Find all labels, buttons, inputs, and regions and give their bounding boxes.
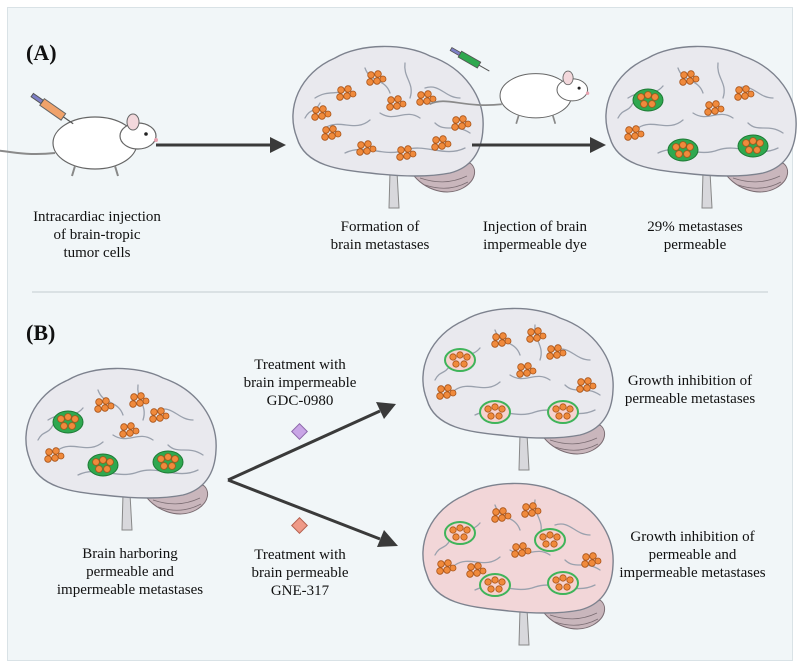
brain-bottom-outcome-illustration	[422, 482, 614, 646]
panel-b-tag: (B)	[26, 320, 56, 345]
brain-top-outcome-illustration	[422, 307, 614, 471]
panel-a-tag: (A)	[26, 40, 57, 65]
dye-syringe-icon	[449, 46, 490, 72]
step-injection-label: Intracardiac injection of brain-tropic t…	[33, 209, 161, 261]
start-brain-label: Brain harboring permeable and impermeabl…	[56, 546, 204, 598]
branch-arrow-up	[227, 402, 396, 482]
arrow-2	[472, 137, 606, 153]
step-dye-label: Injection of brain impermeable dye	[482, 219, 588, 253]
brain-start-illustration	[25, 367, 217, 531]
arrow-1	[156, 137, 286, 153]
syringe-icon	[30, 92, 74, 125]
top-outcome-label: Growth inhibition of permeable metastase…	[624, 373, 756, 407]
step-permeable-label: 29% metastases permeable	[647, 219, 743, 253]
mouse-injection-illustration	[0, 92, 159, 177]
bottom-outcome-label: Growth inhibition of permeable and imper…	[619, 529, 766, 581]
bottom-treatment-label: Treatment with brain permeable GNE-317	[251, 547, 349, 599]
brain-permeable-illustration	[605, 45, 797, 209]
brain-metastases-illustration	[292, 45, 484, 209]
top-treatment-label: Treatment with brain impermeable GDC-098…	[243, 357, 357, 409]
step-formation-label: Formation of brain metastases	[330, 219, 430, 253]
branch-arrow-down	[227, 478, 398, 547]
mouse-dye-illustration	[428, 46, 591, 125]
gne-317-diamond-icon	[291, 517, 308, 534]
gdc-0980-diamond-icon	[291, 423, 308, 440]
